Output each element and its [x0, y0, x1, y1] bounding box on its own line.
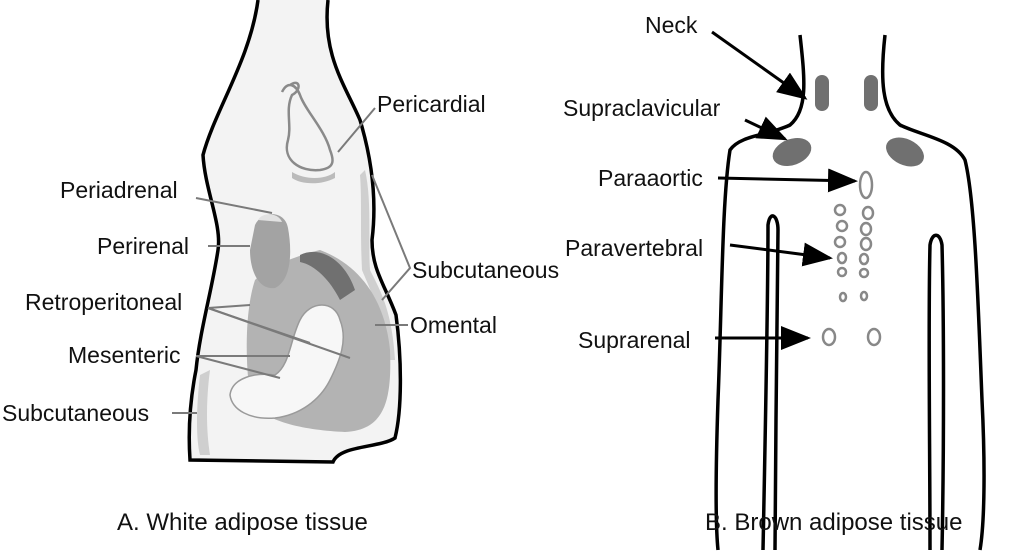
arrow-paraaortic [717, 168, 858, 193]
neck-depot [864, 75, 878, 111]
omental-fat-dark [300, 251, 355, 300]
panel-a-labels: Pericardial Periadrenal Perirenal Subcut… [2, 91, 559, 536]
paraaortic-paravertebral-depots [821, 170, 882, 347]
caption-white-adipose: A. White adipose tissue [117, 509, 368, 536]
periadrenal-fat [258, 214, 282, 222]
label-subcutaneous-left: Subcutaneous [2, 400, 149, 426]
label-suprarenal: Suprarenal [578, 327, 691, 353]
arrow-supraclavicular [744, 116, 788, 141]
perirenal-fat [250, 214, 291, 289]
intestine-mass [229, 304, 344, 419]
subcutaneous-fat-right [360, 170, 395, 360]
label-supraclavicular: Supraclavicular [563, 95, 721, 121]
pericardial-fat [292, 172, 335, 184]
label-subcutaneous-right: Subcutaneous [412, 257, 559, 283]
label-mesenteric: Mesenteric [68, 342, 180, 368]
arrow-paravertebral [729, 242, 833, 267]
subcutaneous-fat-left [197, 370, 210, 455]
arm-inner-left [761, 214, 780, 551]
panel-a-leader-lines [172, 107, 412, 414]
white-adipose-torso [187, 0, 403, 464]
brown-adipose-body [714, 34, 986, 551]
label-paraaortic: Paraaortic [598, 165, 703, 191]
suprarenal-depot [821, 327, 837, 347]
caption-brown-adipose: B. Brown adipose tissue [705, 509, 962, 536]
brown-fat-depots [772, 75, 924, 347]
arm-inner-right [927, 233, 946, 551]
suprarenal-depot [866, 327, 882, 347]
panel-b-labels: Neck Supraclavicular Paraaortic Paravert… [563, 12, 962, 536]
label-omental: Omental [410, 312, 497, 338]
body-outline-right [880, 34, 986, 551]
supraclavicular-depot [772, 137, 812, 167]
label-paravertebral: Paravertebral [565, 235, 703, 261]
arrow-neck [711, 30, 808, 100]
torso-outline [187, 0, 403, 464]
neck-depot [815, 75, 829, 111]
heart-outline [280, 81, 334, 172]
label-perirenal: Perirenal [97, 233, 189, 259]
label-neck: Neck [645, 12, 698, 38]
label-pericardial: Pericardial [377, 91, 486, 117]
label-retroperitoneal: Retroperitoneal [25, 289, 182, 315]
label-periadrenal: Periadrenal [60, 177, 178, 203]
panel-b-arrows [711, 30, 858, 350]
body-outline-left [714, 34, 806, 551]
supraclavicular-depot [886, 137, 924, 167]
